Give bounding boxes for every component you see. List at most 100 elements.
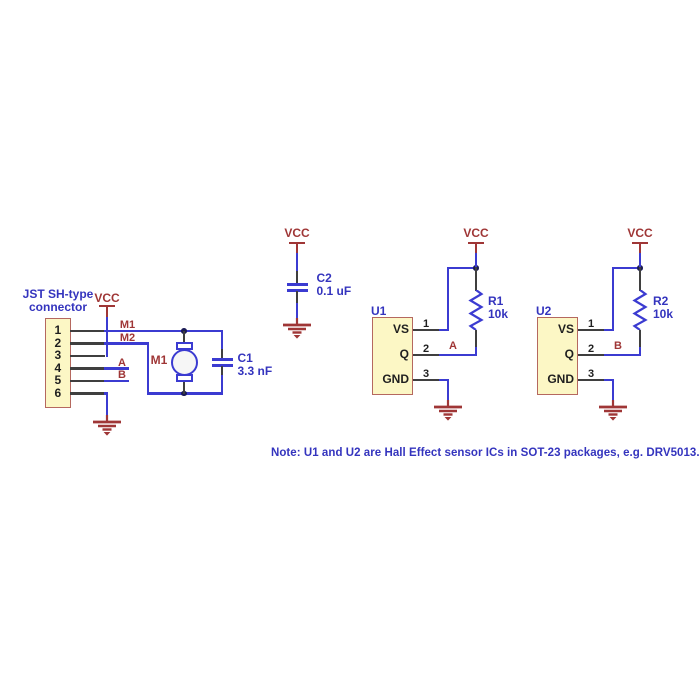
net-label-m2: M2 bbox=[119, 331, 136, 344]
u2-pin-num-1: 1 bbox=[587, 317, 595, 330]
u1-pin-stub-vs bbox=[413, 328, 440, 332]
wire-u1-vcc bbox=[474, 252, 478, 269]
u2-pin-stub-gnd bbox=[578, 378, 605, 382]
u1-pin-stub-gnd bbox=[413, 378, 440, 382]
vcc-symbol-stub bbox=[295, 243, 299, 254]
wire-u1-vs bbox=[439, 328, 449, 332]
motor-ref-label: M1 bbox=[150, 353, 168, 367]
r2-pin-bottom bbox=[638, 330, 642, 348]
r2-pin-top bbox=[638, 267, 642, 291]
wire-net-m2-down bbox=[146, 342, 150, 395]
vcc-symbol-stub bbox=[474, 243, 478, 254]
c2-ref-label: C2 bbox=[316, 270, 332, 285]
vcc-symbol-bar bbox=[632, 241, 648, 244]
wire-u2-vcc bbox=[638, 252, 642, 269]
u2-vcc-label: VCC bbox=[627, 225, 653, 240]
pin-stub-5 bbox=[70, 379, 105, 383]
wire-u1-gnd bbox=[439, 378, 449, 382]
vcc-symbol-stub bbox=[638, 243, 642, 254]
c2-plate-top bbox=[286, 283, 308, 286]
net-label-b: B bbox=[118, 369, 126, 381]
u2-pin-stub-vs bbox=[578, 328, 605, 332]
pin-stub-3 bbox=[70, 354, 105, 358]
r1-ref-label: R1 bbox=[488, 293, 504, 308]
pin-stub-6 bbox=[70, 392, 105, 395]
wire-u1-gnd-down bbox=[446, 378, 450, 401]
motor-pin-top bbox=[182, 331, 186, 342]
vcc-symbol-stub bbox=[105, 306, 109, 318]
wire-u1-vs-to-vcc bbox=[447, 266, 477, 270]
c1-value-label: 3.3 nF bbox=[237, 363, 273, 378]
motor-body-circle bbox=[170, 348, 198, 376]
u2-pin-num-3: 3 bbox=[587, 367, 595, 380]
u2-ref-label: U2 bbox=[536, 303, 552, 318]
wire-c2-top bbox=[295, 252, 299, 272]
wire-net-m2 bbox=[104, 342, 149, 345]
u1-pin-name-vs: VS bbox=[392, 322, 409, 336]
wire-r1-to-q bbox=[474, 347, 478, 356]
connector-pin-3: 3 bbox=[54, 348, 62, 362]
wire-u2-vs-up bbox=[611, 266, 615, 332]
u1-vcc-label: VCC bbox=[463, 225, 489, 240]
u1-pin-name-q: Q bbox=[399, 347, 409, 361]
connector-title-line1: JST SH-type bbox=[22, 287, 94, 301]
u1-pin-stub-q bbox=[413, 353, 440, 357]
u2-net-label-b: B bbox=[614, 339, 622, 352]
c1-ref-label: C1 bbox=[237, 350, 253, 365]
c2-pin-top bbox=[295, 270, 299, 284]
u1-pin-num-1: 1 bbox=[422, 317, 430, 330]
pin-stub-2 bbox=[70, 342, 105, 345]
ground-symbol-u1 bbox=[434, 400, 462, 421]
connector-pin-4: 4 bbox=[54, 360, 62, 375]
u2-pin-stub-q bbox=[578, 353, 605, 357]
u1-pin-num-2: 2 bbox=[422, 342, 430, 355]
pin-stub-1 bbox=[70, 329, 105, 333]
connector-pin-1: 1 bbox=[54, 323, 62, 337]
wire-vcc-to-pin3 bbox=[105, 316, 109, 358]
motor-pin-bottom bbox=[182, 382, 186, 394]
wire-u1-q bbox=[439, 353, 477, 357]
r1-pin-top bbox=[474, 267, 478, 291]
u1-net-label-a: A bbox=[449, 339, 457, 352]
u2-pin-name-vs: VS bbox=[557, 322, 574, 336]
net-label-m1: M1 bbox=[119, 319, 136, 331]
wire-u2-vs-to-vcc bbox=[612, 266, 641, 270]
note-text: Note: U1 and U2 are Hall Effect sensor I… bbox=[271, 447, 700, 459]
wire-u1-vs-up bbox=[446, 266, 450, 332]
c2-plate-bottom bbox=[286, 289, 308, 292]
wire-pin6-gnd-down bbox=[105, 392, 109, 416]
c1-plate-bottom bbox=[211, 364, 233, 367]
resistor-r2-symbol bbox=[632, 290, 648, 330]
u2-body bbox=[537, 317, 578, 395]
wire-u2-vs bbox=[604, 328, 614, 332]
c2-vcc-label: VCC bbox=[284, 225, 310, 240]
wire-c2-bottom bbox=[295, 302, 299, 319]
u1-ref-label: U1 bbox=[371, 303, 387, 318]
wire-net-b bbox=[104, 379, 129, 383]
connector-pin-5: 5 bbox=[54, 373, 62, 387]
ground-symbol-connector bbox=[93, 414, 121, 436]
resistor-r1-symbol bbox=[468, 290, 484, 330]
wire-u2-gnd-down bbox=[611, 378, 615, 401]
ground-symbol-c2 bbox=[283, 317, 311, 339]
u1-pin-name-gnd: GND bbox=[382, 372, 409, 386]
connector-pin-6: 6 bbox=[54, 385, 62, 400]
vcc-symbol-bar bbox=[468, 241, 484, 244]
connector-pin-2: 2 bbox=[54, 335, 62, 350]
wire-c1-top bbox=[220, 329, 224, 350]
c2-value-label: 0.1 uF bbox=[316, 283, 352, 298]
connector-vcc-label: VCC bbox=[94, 290, 120, 305]
net-label-a: A bbox=[118, 356, 126, 369]
pin-stub-4 bbox=[70, 367, 105, 370]
c1-pin-top bbox=[220, 349, 224, 359]
wire-r2-to-q bbox=[638, 347, 642, 356]
wire-u2-gnd bbox=[604, 378, 614, 382]
ground-symbol-u2 bbox=[599, 400, 627, 421]
r2-value-label: 10k bbox=[653, 306, 674, 321]
u2-pin-name-gnd: GND bbox=[547, 372, 574, 386]
u1-body bbox=[372, 317, 413, 395]
u2-pin-num-2: 2 bbox=[587, 342, 595, 355]
u1-pin-num-3: 3 bbox=[422, 367, 430, 380]
r1-pin-bottom bbox=[474, 330, 478, 348]
